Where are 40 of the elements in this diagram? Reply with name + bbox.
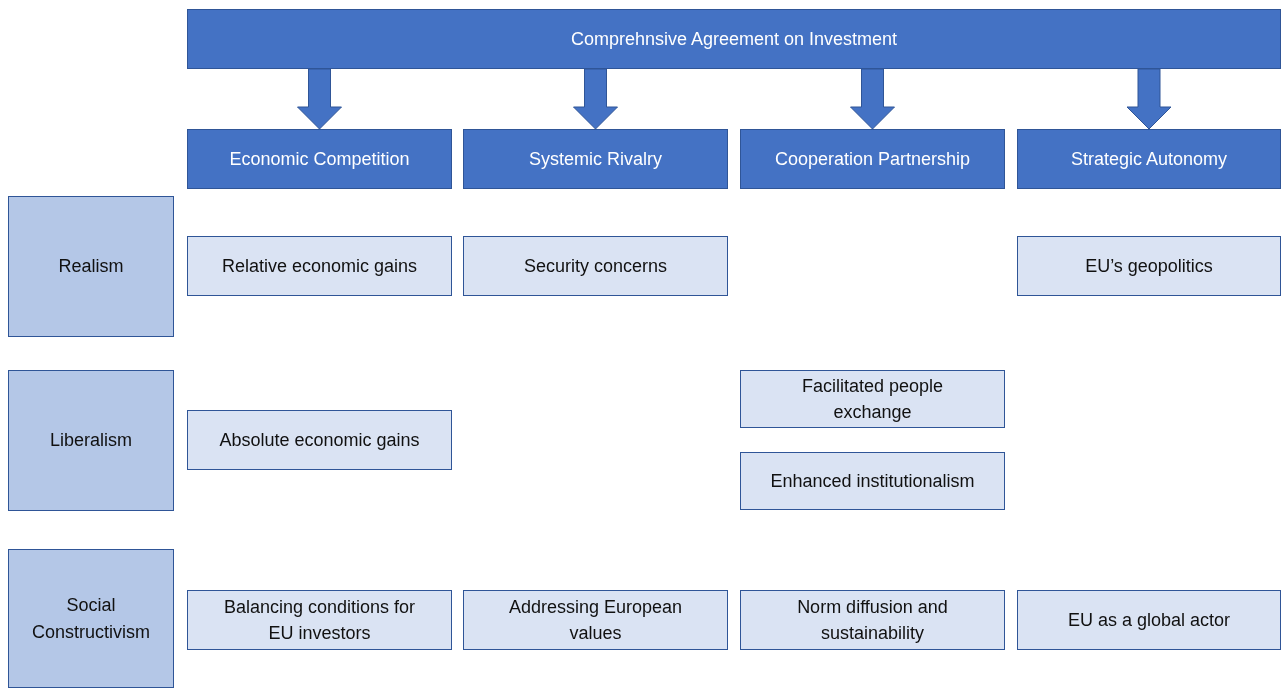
- box-label: EU as a global actor: [1067, 608, 1231, 632]
- category-box: [463, 236, 728, 296]
- column-header: [740, 129, 1005, 189]
- title-banner: [187, 9, 1281, 69]
- row-header: [8, 196, 174, 337]
- block-arrow: [1126, 68, 1172, 130]
- category-box: [740, 452, 1005, 510]
- box-label: Absolute economic gains: [219, 428, 420, 452]
- category-box: [740, 370, 1005, 428]
- category-box: [187, 590, 452, 650]
- box-label: Economic Competition: [229, 147, 410, 171]
- box-label: Enhanced institutionalism: [770, 469, 975, 493]
- box-label: Liberalism: [50, 429, 132, 453]
- column-header: [1017, 129, 1281, 189]
- category-box: [187, 236, 452, 296]
- box-label: Balancing conditions for EU investors: [222, 595, 417, 645]
- column-header: [187, 129, 452, 189]
- category-box: [187, 410, 452, 470]
- box-label: Systemic Rivalry: [529, 147, 662, 171]
- box-label: Addressing European values: [507, 595, 684, 645]
- box-label: Relative economic gains: [221, 254, 418, 278]
- category-box: [1017, 590, 1281, 650]
- box-label: Facilitated people exchange: [800, 374, 945, 424]
- box-label: EU’s geopolitics: [1085, 254, 1213, 278]
- category-box: [740, 590, 1005, 650]
- category-box: [463, 590, 728, 650]
- category-box: [1017, 236, 1281, 296]
- box-label: Security concerns: [523, 254, 668, 278]
- box-label: Cooperation Partnership: [774, 147, 971, 171]
- box-label: Strategic Autonomy: [1070, 147, 1228, 171]
- box-label: Comprehnsive Agreement on Investment: [570, 27, 898, 51]
- block-arrow: [297, 68, 342, 130]
- box-label: Norm diffusion and sustainability: [796, 595, 949, 645]
- box-label: Social Constructivism: [31, 594, 151, 644]
- block-arrow: [850, 68, 895, 130]
- block-arrow: [573, 68, 618, 130]
- column-header: [463, 129, 728, 189]
- box-label: Realism: [58, 255, 124, 279]
- row-header: [8, 370, 174, 511]
- row-header: [8, 549, 174, 688]
